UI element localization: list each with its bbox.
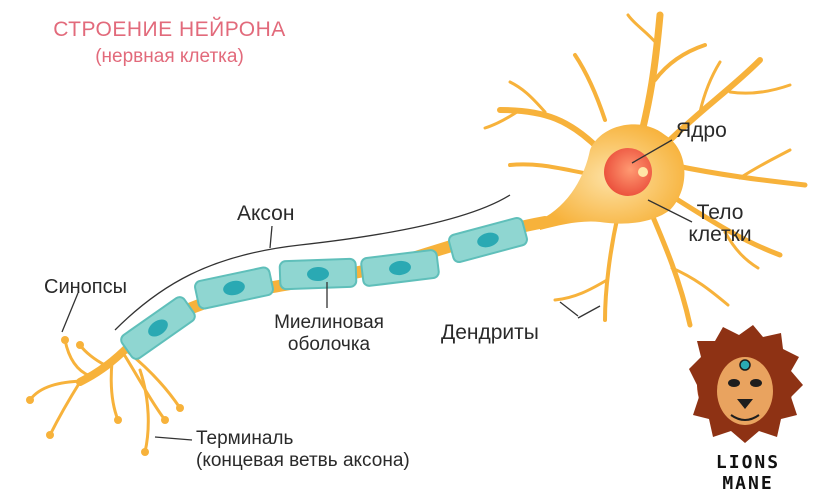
terminal-buttons — [26, 336, 184, 456]
nucleus-leader — [631, 139, 673, 164]
myelin-label-line1: Миелиновая — [274, 312, 384, 333]
myelin-label-line2: оболочка — [287, 334, 371, 355]
terminal-label-line2: (концевая ветвь аксона) — [196, 450, 410, 471]
body-leader — [647, 199, 693, 223]
terminal-leader — [154, 436, 193, 441]
nucleus-label: Ядро — [676, 119, 727, 142]
brand-name: LIONS MANE — [715, 452, 781, 494]
cell-body-label: Тело клетки — [675, 202, 765, 246]
dendrites-leader-1 — [559, 301, 579, 317]
diagram-subtitle: (нервная клетка) — [95, 46, 244, 67]
axon-leader — [269, 225, 273, 249]
nucleolus-shape — [638, 167, 648, 177]
myelin-label: Миелиновая оболочка — [257, 312, 401, 356]
terminal-label: Терминаль (концевая ветвь аксона) — [196, 428, 410, 472]
axon-bracket — [114, 194, 511, 331]
cell-body-label-line1: Тело — [696, 201, 744, 224]
leader-lines — [61, 139, 693, 441]
dendrites-leader-2 — [577, 305, 601, 319]
dendrites — [483, 11, 808, 328]
cell-body-label-line2: клетки — [688, 223, 752, 246]
lion-head-icon — [689, 325, 803, 443]
terminal-label-line1: Терминаль — [196, 428, 294, 449]
synapses-leader — [61, 292, 79, 333]
myelin-sheaths — [120, 216, 528, 360]
diagram-title: СТРОЕНИЕ НЕЙРОНА — [53, 18, 286, 41]
synapses-label: Синопсы — [44, 276, 127, 298]
nucleus-shape — [604, 148, 652, 196]
dendrites-label: Дендриты — [441, 321, 539, 344]
axon-label: Аксон — [237, 202, 295, 225]
